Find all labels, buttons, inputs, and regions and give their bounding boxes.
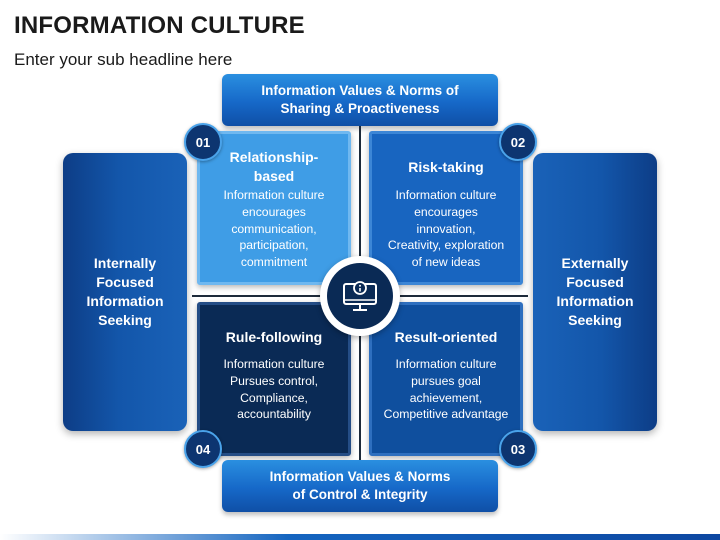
quadrant-heading: Relationship- based [229, 149, 319, 184]
number-badge-01: 01 [184, 123, 222, 161]
number-badge-04: 04 [184, 430, 222, 468]
computer-info-icon [327, 263, 393, 329]
number-badge-02: 02 [499, 123, 537, 161]
top-banner: Information Values & Norms of Sharing & … [222, 74, 498, 126]
page-title: INFORMATION CULTURE [14, 12, 305, 39]
quadrant-result-oriented: Result-oriented Information culture purs… [369, 302, 523, 456]
quadrant-relationship-based: Relationship- based Information culture … [197, 131, 351, 285]
number-badge-03: 03 [499, 430, 537, 468]
quadrant-body: Information culture pursues goal achieve… [383, 357, 509, 422]
quadrant-heading: Result-oriented [394, 329, 498, 345]
quadrant-body: Information culture Pursues control, Com… [223, 357, 325, 422]
center-hub [320, 256, 400, 336]
quadrant-risk-taking: Risk-taking Information culture encourag… [369, 131, 523, 285]
quadrant-body: Information culture encourages communica… [223, 188, 325, 270]
footer-accent-bar [0, 534, 720, 540]
left-side-panel: Internally Focused Information Seeking [63, 153, 187, 431]
page-subtitle: Enter your sub headline here [14, 50, 233, 69]
quadrant-heading: Risk-taking [408, 159, 484, 175]
bottom-banner: Information Values & Norms of Control & … [222, 460, 498, 512]
right-side-panel: Externally Focused Information Seeking [533, 153, 657, 431]
quadrant-heading: Rule-following [225, 329, 323, 345]
quadrant-body: Information culture encourages innovatio… [387, 188, 505, 270]
quadrant-rule-following: Rule-following Information culture Pursu… [197, 302, 351, 456]
